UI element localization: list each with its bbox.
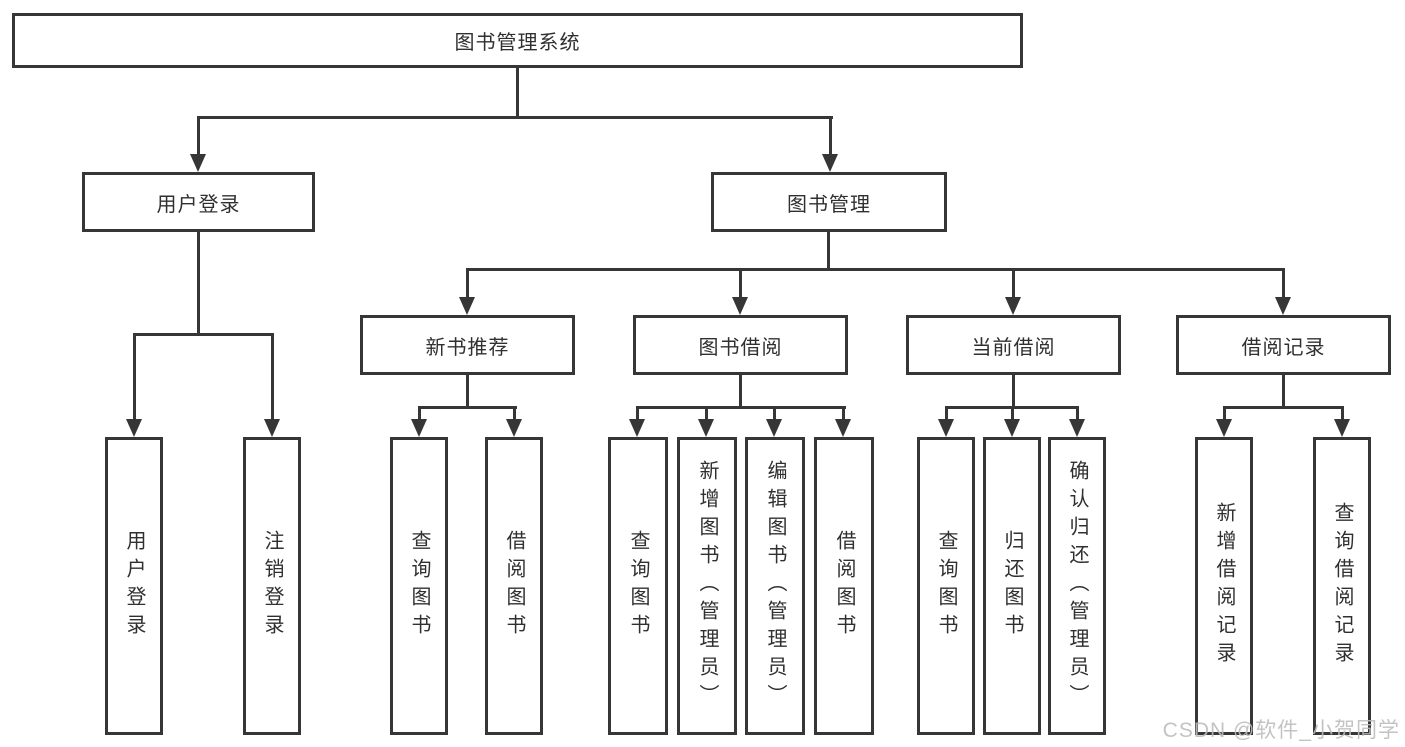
leaf-add-books-admin-label: 新增图书（管理员） — [696, 460, 718, 712]
node-current-borrow-label: 当前借阅 — [971, 336, 1056, 359]
connector-line — [466, 268, 1284, 271]
leaf-confirm-return-admin-label: 确认归还（管理员） — [1066, 460, 1088, 712]
arrow-down-icon — [1004, 419, 1020, 437]
node-new-book-recommend: 新书推荐 — [360, 315, 575, 375]
leaf-borrow-books-2: 借阅图书 — [814, 437, 874, 735]
node-book-management-label: 图书管理 — [787, 193, 871, 216]
arrow-down-icon — [938, 419, 954, 437]
arrow-down-icon — [264, 419, 280, 437]
connector-line — [1011, 406, 1014, 421]
arrow-down-icon — [822, 154, 838, 172]
arrow-down-icon — [732, 297, 748, 315]
connector-line — [418, 406, 517, 409]
arrow-down-icon — [1005, 297, 1021, 315]
connector-line — [197, 232, 200, 336]
leaf-add-books-admin: 新增图书（管理员） — [677, 437, 737, 735]
connector-line — [133, 333, 274, 336]
connector-line — [466, 375, 469, 409]
node-book-management: 图书管理 — [711, 172, 947, 232]
leaf-add-borrow-record: 新增借阅记录 — [1195, 437, 1253, 735]
node-borrow-record-label: 借阅记录 — [1241, 336, 1326, 359]
arrow-down-icon — [766, 419, 782, 437]
arrow-down-icon — [1334, 419, 1350, 437]
arrow-down-icon — [126, 419, 142, 437]
connector-line — [636, 406, 846, 409]
connector-line — [842, 406, 845, 421]
leaf-confirm-return-admin: 确认归还（管理员） — [1048, 437, 1106, 735]
connector-line — [271, 333, 274, 419]
node-book-borrow: 图书借阅 — [633, 315, 848, 375]
arrow-down-icon — [190, 154, 206, 172]
leaf-borrow-books-1-label: 借阅图书 — [503, 530, 525, 642]
connector-line — [197, 116, 200, 156]
node-user-login-label: 用户登录 — [156, 193, 241, 216]
connector-line — [1012, 375, 1015, 409]
arrow-down-icon — [1069, 419, 1085, 437]
node-root-label: 图书管理系统 — [454, 32, 581, 54]
connector-line — [418, 406, 421, 421]
arrow-down-icon — [629, 419, 645, 437]
csdn-watermark: CSDN @软件_小贺同学 — [1162, 719, 1400, 742]
arrow-down-icon — [698, 419, 714, 437]
leaf-logout: 注销登录 — [243, 437, 301, 735]
connector-line — [705, 406, 708, 421]
connector-line — [1282, 375, 1285, 409]
arrow-down-icon — [835, 419, 851, 437]
connector-line — [829, 116, 832, 156]
leaf-borrow-books-1: 借阅图书 — [485, 437, 543, 735]
leaf-query-books-3: 查询图书 — [917, 437, 975, 735]
leaf-add-borrow-record-label: 新增借阅记录 — [1213, 502, 1235, 670]
leaf-return-books: 归还图书 — [983, 437, 1041, 735]
connector-line — [636, 406, 639, 421]
node-user-login: 用户登录 — [82, 172, 315, 232]
connector-line — [1223, 406, 1343, 409]
leaf-query-books-1: 查询图书 — [390, 437, 448, 735]
leaf-query-books-2: 查询图书 — [608, 437, 668, 735]
leaf-user-login-label: 用户登录 — [123, 530, 145, 642]
leaf-user-login: 用户登录 — [105, 437, 163, 735]
leaf-query-books-3-label: 查询图书 — [935, 530, 957, 642]
node-current-borrow: 当前借阅 — [906, 315, 1121, 375]
leaf-logout-label: 注销登录 — [261, 530, 283, 642]
leaf-return-books-label: 归还图书 — [1001, 530, 1023, 642]
connector-line — [133, 333, 136, 419]
connector-line — [1341, 406, 1344, 421]
leaf-edit-books-admin: 编辑图书（管理员） — [745, 437, 805, 735]
connector-line — [197, 116, 833, 119]
arrow-down-icon — [459, 297, 475, 315]
leaf-query-borrow-record-label: 查询借阅记录 — [1331, 502, 1353, 670]
leaf-query-books-2-label: 查询图书 — [627, 530, 649, 642]
connector-line — [1282, 268, 1285, 299]
connector-line — [773, 406, 776, 421]
connector-line — [827, 232, 830, 271]
leaf-borrow-books-2-label: 借阅图书 — [833, 530, 855, 642]
connector-line — [466, 268, 469, 299]
node-new-book-recommend-label: 新书推荐 — [425, 336, 510, 359]
connector-line — [513, 406, 516, 421]
connector-line — [739, 268, 742, 299]
arrow-down-icon — [1275, 297, 1291, 315]
arrow-down-icon — [1216, 419, 1232, 437]
connector-line — [945, 406, 948, 421]
connector-line — [1076, 406, 1079, 421]
connector-line — [516, 68, 519, 118]
leaf-query-books-1-label: 查询图书 — [408, 530, 430, 642]
leaf-edit-books-admin-label: 编辑图书（管理员） — [764, 460, 786, 712]
connector-line — [1012, 268, 1015, 299]
arrow-down-icon — [411, 419, 427, 437]
node-borrow-record: 借阅记录 — [1176, 315, 1391, 375]
connector-line — [739, 375, 742, 409]
node-book-borrow-label: 图书借阅 — [698, 336, 783, 359]
connector-line — [1223, 406, 1226, 421]
arrow-down-icon — [506, 419, 522, 437]
node-root: 图书管理系统 — [12, 13, 1023, 68]
leaf-query-borrow-record: 查询借阅记录 — [1313, 437, 1371, 735]
